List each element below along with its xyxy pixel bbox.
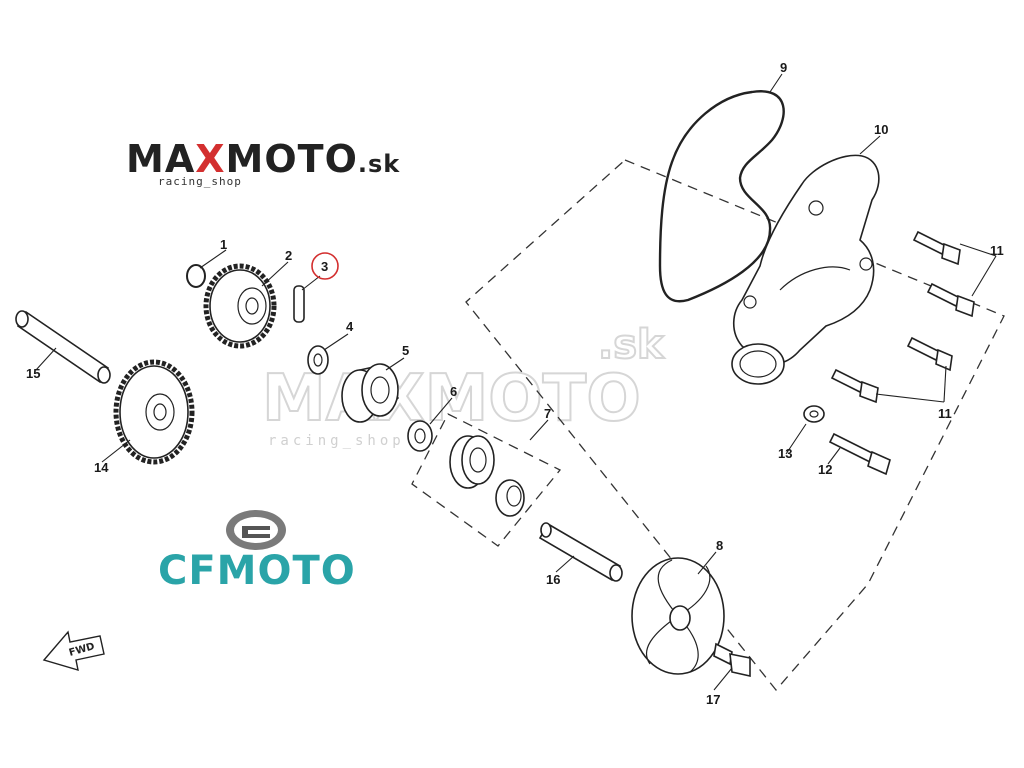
svg-text:MAXMOTO.sk: MAXMOTO.sk [126, 137, 400, 181]
label-part-4: 4 [346, 319, 354, 334]
label-part-10: 10 [874, 122, 888, 137]
bolt-part-11-a [912, 230, 961, 266]
label-part-11-b: 11 [938, 406, 952, 421]
label-part-17: 17 [706, 692, 720, 707]
label-part-9: 9 [780, 60, 787, 75]
pin-part-3 [293, 285, 305, 323]
label-part-2: 2 [285, 248, 292, 263]
circlip-part-1 [186, 264, 206, 288]
gear-part-14 [113, 359, 195, 465]
leader-lines [35, 73, 997, 691]
highlight-circle-part-3 [311, 252, 339, 280]
watermark-tagline: racing_shop [268, 433, 405, 449]
impeller-part-8 [631, 557, 725, 675]
label-part-11-a: 11 [990, 243, 1004, 258]
label-part-16: 16 [546, 572, 560, 587]
bolt-part-11-c [906, 336, 953, 372]
group-7-outline [411, 413, 562, 547]
label-part-6: 6 [450, 384, 457, 399]
label-part-7: 7 [544, 406, 551, 421]
cfmoto-logo: CFMOTO [158, 510, 356, 594]
maxmoto-logo: MAXMOTO.sk racing_shop [126, 137, 400, 188]
label-part-8: 8 [716, 538, 723, 553]
logo-tagline: racing_shop [158, 175, 242, 188]
logo-domain: .sk [358, 150, 400, 178]
label-part-12: 12 [818, 462, 832, 477]
logo-prefix: MA [126, 137, 195, 181]
cfmoto-text: CFMOTO [158, 548, 356, 594]
washer-part-6 [407, 420, 433, 452]
shaft-part-15 [15, 310, 111, 384]
shaft-part-16 [538, 522, 623, 582]
logo-suffix: MOTO [226, 137, 358, 181]
fwd-arrow-icon: FWD [42, 630, 105, 671]
seal-part-7 [449, 435, 525, 517]
label-part-13: 13 [778, 446, 792, 461]
label-part-15: 15 [26, 366, 40, 381]
watermark-domain: .sk [598, 322, 665, 368]
logo-x: X [195, 137, 225, 181]
label-part-1: 1 [220, 237, 227, 252]
label-part-3: 3 [321, 259, 328, 274]
bolt-part-11-b [926, 282, 975, 318]
label-part-14: 14 [94, 460, 109, 475]
gasket-part-9 [658, 90, 785, 303]
watermark: MAXMOTO .sk racing_shop [261, 321, 666, 449]
pump-cover-part-10 [731, 154, 880, 385]
bolt-part-11-d [830, 368, 879, 404]
cfmoto-emblem-icon [226, 510, 286, 550]
label-part-5: 5 [402, 343, 409, 358]
bearing-part-5 [341, 363, 400, 423]
washer-part-13 [803, 405, 825, 423]
washer-part-4 [307, 345, 329, 375]
gear-part-2 [203, 263, 277, 349]
bolt-part-12 [828, 432, 891, 476]
part-number-labels: 1 2 3 4 5 6 7 8 9 10 11 11 12 13 14 15 1… [26, 60, 1004, 707]
bolt-part-17 [713, 642, 751, 677]
